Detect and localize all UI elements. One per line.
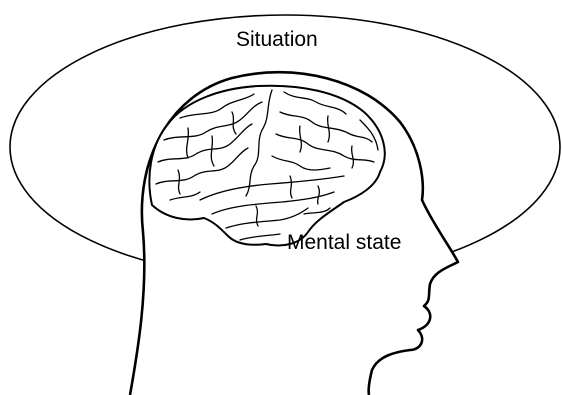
mental-state-label: Mental state <box>287 232 401 253</box>
situation-label: Situation <box>236 29 318 50</box>
